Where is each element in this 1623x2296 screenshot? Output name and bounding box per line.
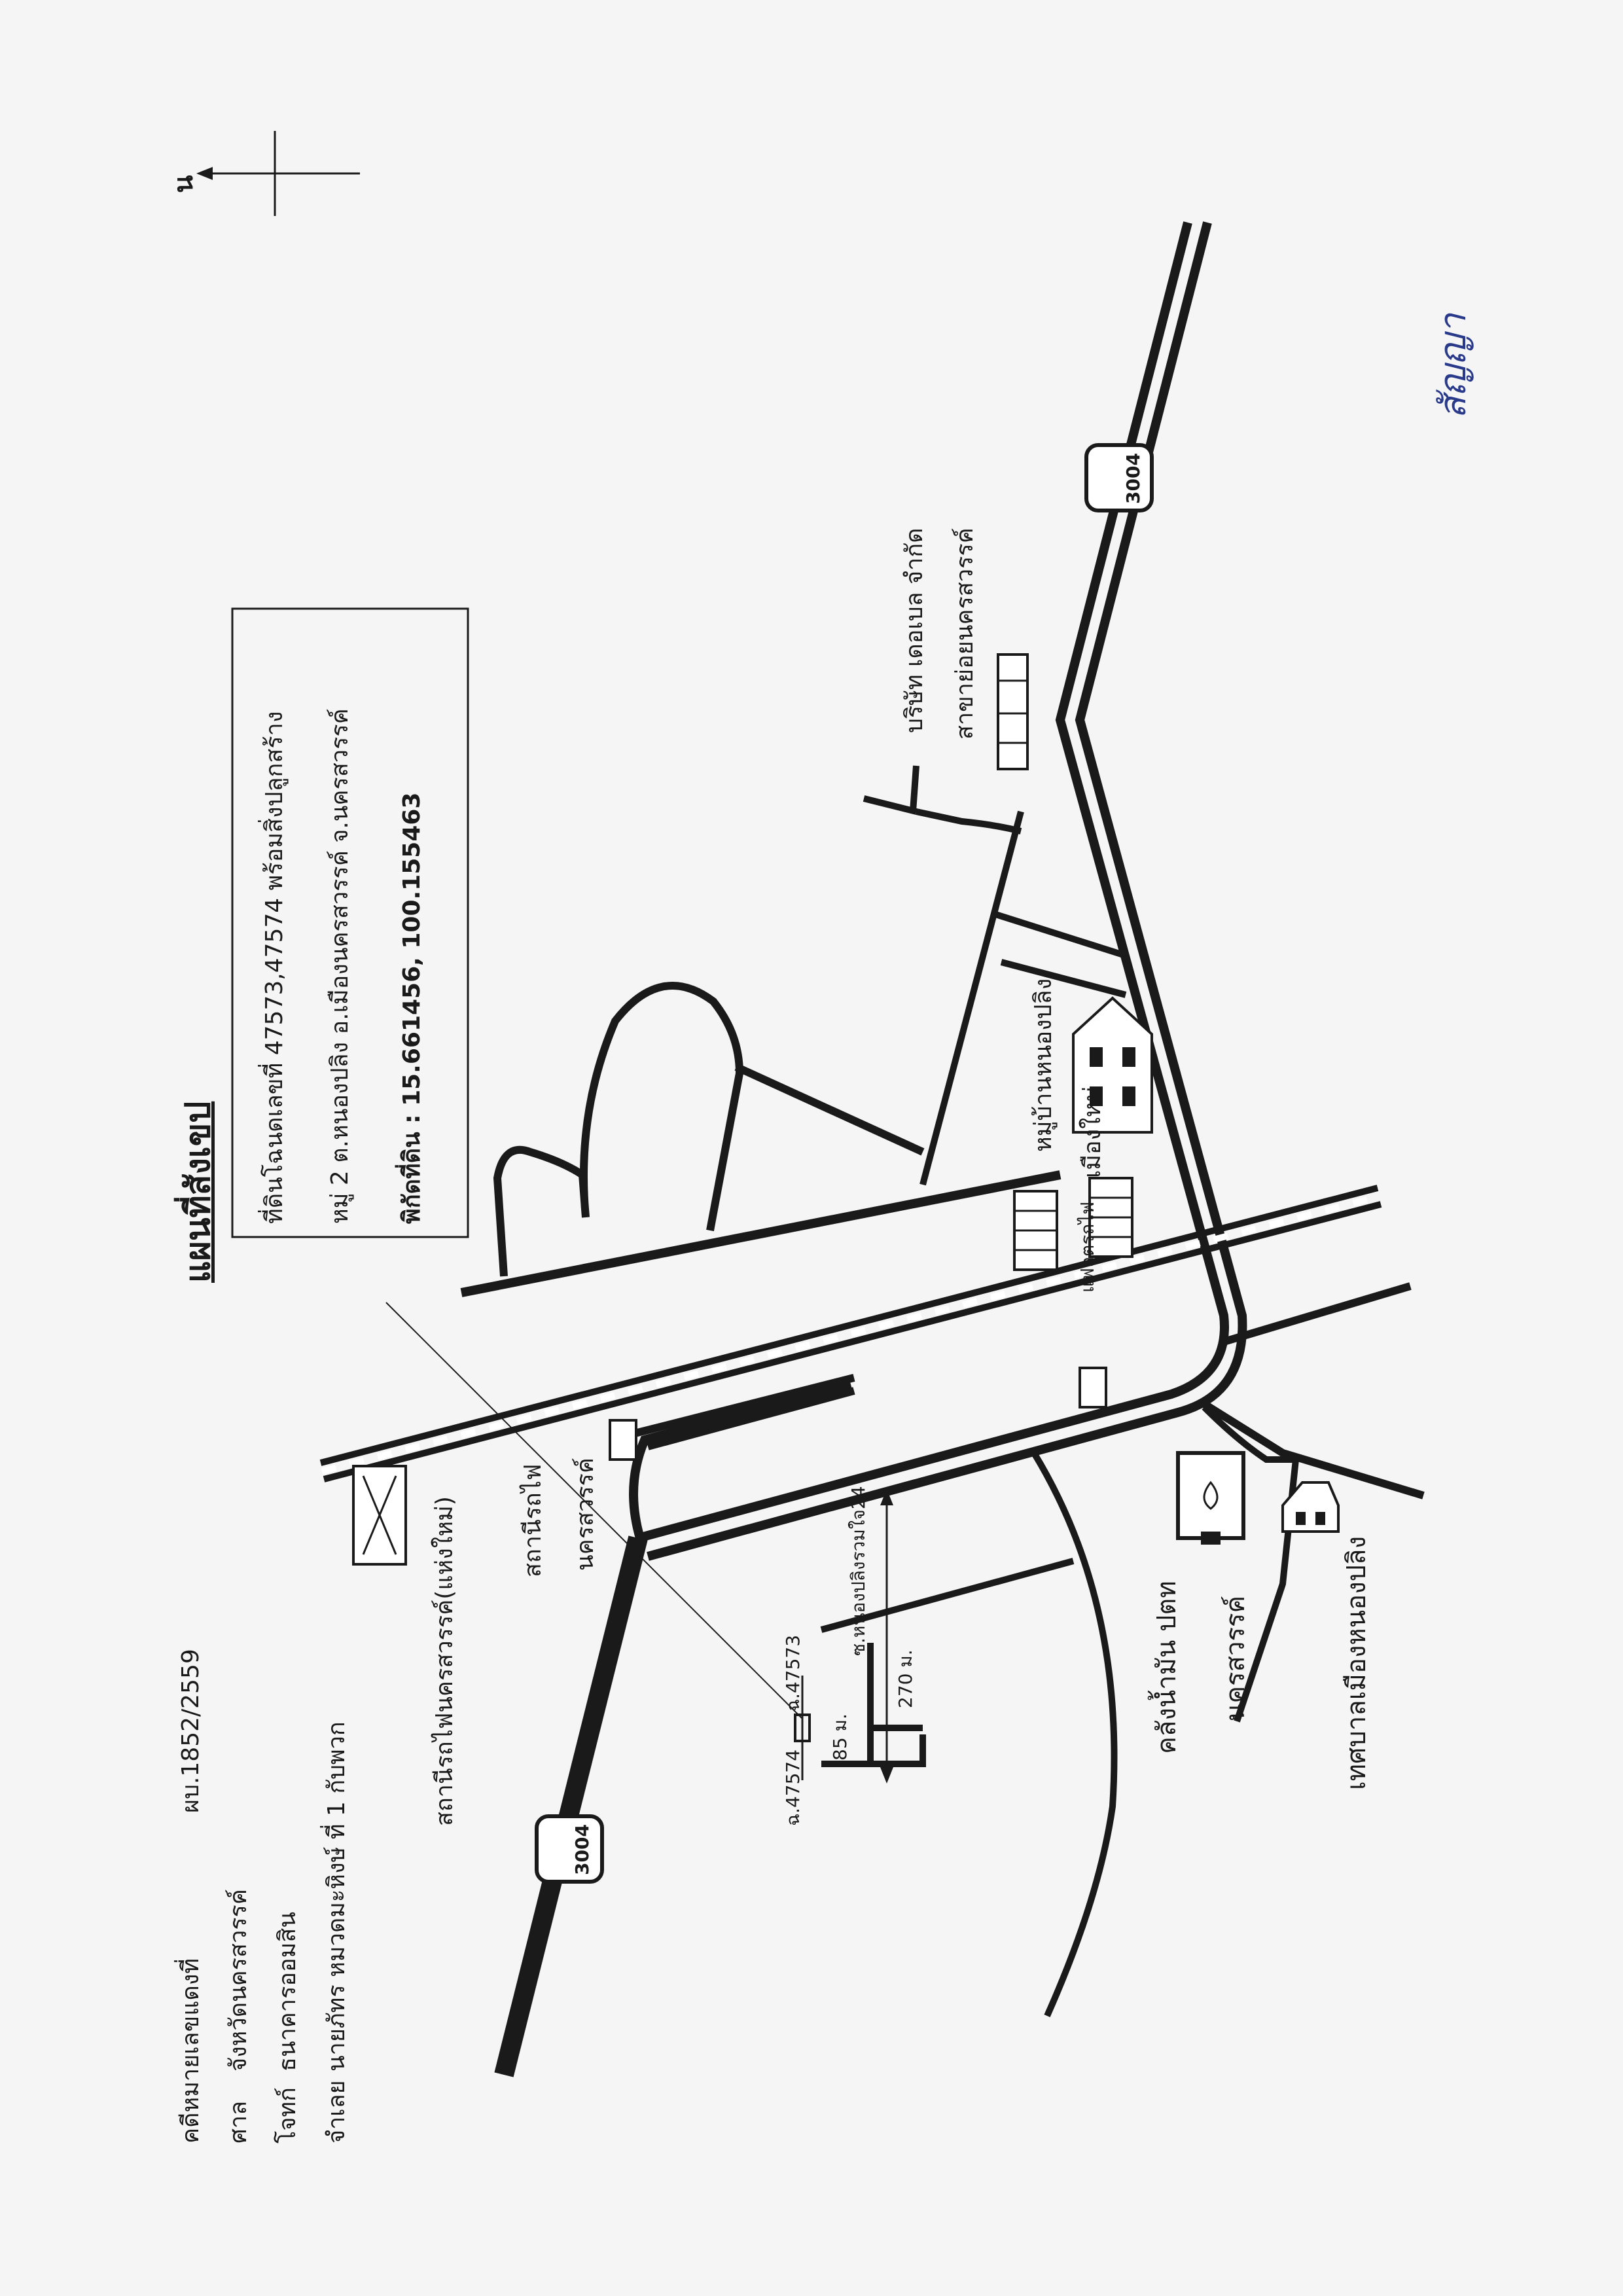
case-label: คดีหมายเลขแดงที่ bbox=[177, 1958, 204, 2144]
road-3004-west bbox=[494, 1535, 648, 2077]
road-main-lower bbox=[647, 221, 1247, 1561]
info-box-frame bbox=[231, 607, 469, 1238]
road-station-upper bbox=[647, 1387, 855, 1450]
arrow-head-up bbox=[880, 1489, 893, 1505]
road-soi-stub bbox=[821, 1643, 926, 1767]
road-inner-2 bbox=[919, 810, 1024, 1186]
handwritten-signature: สัญญา bbox=[1432, 313, 1474, 419]
dist-85-label: 85 ม. bbox=[829, 1713, 851, 1761]
building-icon-train-station bbox=[352, 1465, 407, 1566]
building-icon-small-house bbox=[1079, 1367, 1107, 1408]
village-line-2: เมืองใหม่ bbox=[1079, 1086, 1106, 1178]
building-icon-municipality bbox=[1281, 1481, 1340, 1533]
shield-top-number: 3004 bbox=[1122, 453, 1144, 504]
building-icon-company bbox=[997, 653, 1029, 770]
parcel-47574: ฉ.47574 bbox=[782, 1749, 804, 1826]
north-label: น bbox=[169, 175, 199, 193]
road-station-link bbox=[629, 1380, 852, 1539]
new-station-label: สถานีรถไฟนครสวรรค์(แห่งใหม่) bbox=[431, 1496, 458, 1826]
dist-270-label: 270 ม. bbox=[895, 1649, 916, 1708]
info-line-2: หมู่ 2 ต.หนองปลิง อ.เมืองนครสวรรค์ จ.นคร… bbox=[327, 708, 353, 1224]
shield-3004-top bbox=[1084, 443, 1154, 512]
soi-label: ซ.หนองปลิงรวมใจ24 bbox=[847, 1486, 869, 1656]
railway-ties bbox=[321, 1193, 1381, 1475]
road-inner-1 bbox=[734, 1063, 925, 1156]
leader-line bbox=[385, 1302, 802, 1719]
station-spur bbox=[620, 1374, 855, 1441]
building-icon-village bbox=[1072, 996, 1153, 1134]
shield-3004-bottom bbox=[535, 1814, 604, 1884]
flats-label: แฟลตรถไฟ bbox=[1077, 1201, 1098, 1293]
road-soi-24 bbox=[820, 1558, 1075, 1633]
road-southeast-2 bbox=[1202, 1405, 1300, 1723]
building-icon-small-station bbox=[609, 1419, 637, 1461]
railway-line-a bbox=[319, 1185, 1379, 1466]
plaintiff-label: โจทก์ bbox=[274, 2087, 301, 2144]
road-north-parallel bbox=[460, 1170, 1061, 1297]
road-inner-5 bbox=[863, 765, 1022, 834]
road-south-parallel bbox=[1222, 1282, 1412, 1346]
info-line-3: พิกัดที่ดิน : 15.661456, 100.155463 bbox=[399, 792, 425, 1224]
road-inner-4 bbox=[1000, 959, 1127, 998]
info-line-1: ที่ดินโฉนดเลขที่ 47573,47574 พร้อมสิ่งปล… bbox=[261, 711, 288, 1224]
map-title: แผนที่สังเขป bbox=[179, 1101, 218, 1283]
case-number: ผบ.1852/2559 bbox=[177, 1649, 204, 1813]
north-arrow-head bbox=[196, 167, 213, 180]
village-line-1: หมู่บ้านหนองปลิง bbox=[1030, 978, 1057, 1152]
oil-depot-line-1: คลังน้ำมัน ปตท bbox=[1152, 1581, 1182, 1754]
oil-depot-line-2: นครสวรรค์ bbox=[1221, 1595, 1251, 1721]
railway-line-b bbox=[323, 1201, 1382, 1482]
court-label: ศาล bbox=[225, 2100, 252, 2144]
road-south-curve bbox=[1031, 1451, 1118, 2018]
defendant-label: จำเลย bbox=[323, 2080, 350, 2144]
road-southeast-1 bbox=[1202, 1400, 1425, 1499]
defendant-value: นายภัทร หมวดมะหิงษ์ ที่ 1 กับพวก bbox=[323, 1721, 350, 2072]
road-inner-3 bbox=[990, 910, 1127, 959]
arrow-head-down bbox=[880, 1767, 893, 1784]
municipality-label: เทศบาลเมืองหนองปลิง bbox=[1342, 1535, 1372, 1790]
train-station-line-1: สถานีรถไฟ bbox=[520, 1463, 546, 1577]
plaintiff-value: ธนาคารออมสิน bbox=[274, 1912, 301, 2072]
court-value: จังหวัดนครสวรรค์ bbox=[225, 1889, 252, 2072]
company-line-1: บริษัท เดอเบล จำกัด bbox=[901, 528, 928, 733]
road-main-upper bbox=[637, 221, 1229, 1543]
building-icon-flats bbox=[1013, 1177, 1133, 1271]
shield-bottom-number: 3004 bbox=[571, 1824, 593, 1875]
train-station-line-2: นครสวรรค์ bbox=[572, 1458, 599, 1571]
road-loop-north bbox=[493, 982, 744, 1277]
parcel-47573: ฉ.47573 bbox=[782, 1634, 804, 1712]
building-icon-oil-depot bbox=[1176, 1451, 1245, 1545]
company-line-2: สาขาย่อยนครสวรรค์ bbox=[952, 528, 978, 740]
